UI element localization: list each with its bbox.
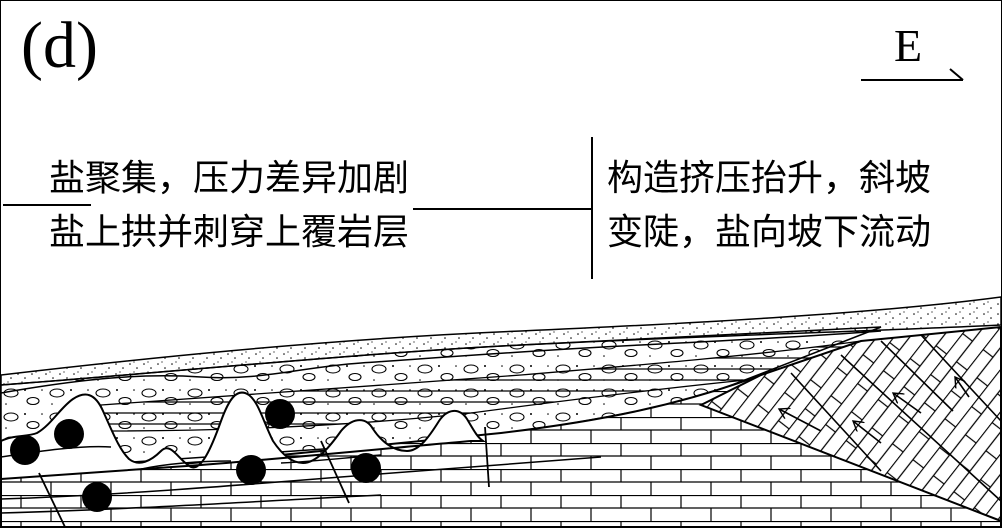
direction-label: E xyxy=(894,20,923,71)
uplifted-fault-blocks xyxy=(698,325,1001,523)
left-caption-line-2: 盐上拱并刺穿上覆岩层 xyxy=(49,212,410,253)
direction-arrow xyxy=(861,68,964,81)
panel-label: (d) xyxy=(21,9,98,82)
right-caption-line-1: 构造挤压抬升，斜坡 xyxy=(607,158,932,199)
caption-divider-lines xyxy=(3,137,593,279)
salt-diapirs xyxy=(1,391,487,481)
left-caption-line-1: 盐聚集，压力差异加剧 xyxy=(49,158,410,199)
salt-markers xyxy=(10,399,381,512)
right-caption-line-2: 变陡，盐向坡下流动 xyxy=(607,212,932,253)
faults xyxy=(38,426,490,527)
salt-flow-arrows xyxy=(779,377,970,444)
